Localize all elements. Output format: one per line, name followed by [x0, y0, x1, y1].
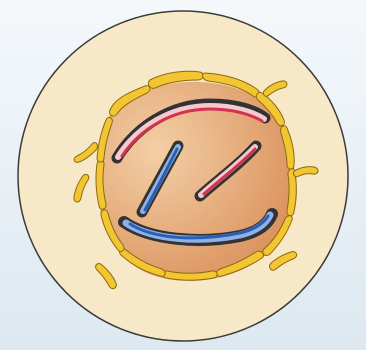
cell-nucleus-diagram: [0, 0, 366, 350]
diagram-stage: [0, 0, 366, 350]
